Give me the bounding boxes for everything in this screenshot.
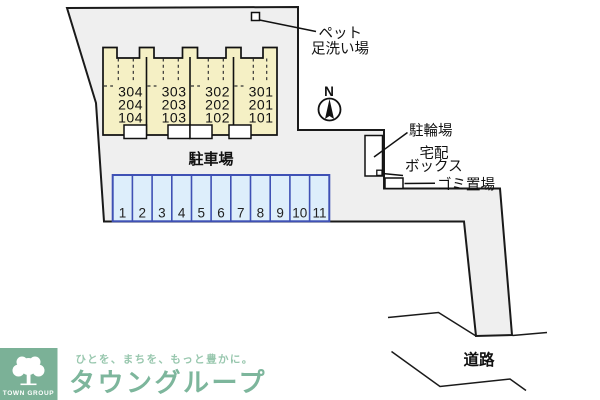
pet-wash-label-line2: 足洗い場 bbox=[311, 41, 369, 58]
room-number: 202 bbox=[205, 97, 230, 113]
parking-space-number: 4 bbox=[178, 206, 186, 221]
parking-row-outline bbox=[111, 174, 331, 223]
town-group-logo: TOWN GROUP ひとを、まちを、もっと豊かに。 タウングループ bbox=[0, 348, 267, 400]
building-entrances bbox=[123, 124, 252, 140]
room-number: 302 bbox=[205, 84, 230, 100]
building-unit-dividers bbox=[145, 57, 235, 135]
delivery-box-marker bbox=[376, 169, 383, 177]
brand-name: タウングループ bbox=[69, 368, 267, 398]
delivery-leader-line bbox=[382, 172, 404, 177]
logo-caption: TOWN GROUP bbox=[3, 390, 54, 397]
parking-row: 1 2 3 4 5 6 7 8 9 10 11 bbox=[111, 174, 331, 223]
parking-space-number: 11 bbox=[312, 206, 326, 221]
room-number: 203 bbox=[162, 97, 187, 113]
parking-space-number: 7 bbox=[237, 206, 245, 221]
room-number: 103 bbox=[162, 110, 187, 126]
pet-wash-label-line1: ペット bbox=[319, 26, 363, 42]
tree-icon bbox=[12, 356, 45, 386]
room-number: 204 bbox=[118, 97, 143, 113]
parking-lot-title: 駐車場 bbox=[188, 150, 233, 168]
room-number: 104 bbox=[118, 110, 143, 126]
north-compass: N bbox=[317, 84, 342, 122]
pet-wash-leader-line bbox=[259, 19, 317, 33]
room-number: 303 bbox=[162, 84, 187, 100]
room-number: 102 bbox=[205, 110, 230, 126]
pet-wash-marker bbox=[250, 11, 261, 22]
parking-space-number: 6 bbox=[217, 206, 225, 221]
delivery-label-line2: ボックス bbox=[405, 158, 463, 175]
room-number: 201 bbox=[249, 97, 274, 113]
bicycle-leader-line bbox=[373, 131, 408, 158]
room-numbers: 304 204 104 303 203 103 302 202 102 301 … bbox=[118, 84, 273, 126]
bicycle-parking-box bbox=[364, 134, 384, 177]
room-number: 101 bbox=[249, 110, 274, 126]
parking-space-numbers: 1 2 3 4 5 6 7 8 9 10 11 bbox=[119, 206, 327, 221]
brand-tagline: ひとを、まちを、もっと豊かに。 bbox=[76, 353, 254, 366]
parking-space-number: 3 bbox=[158, 206, 166, 221]
bicycle-label: 駐輪場 bbox=[409, 123, 453, 140]
road-label: 道路 bbox=[463, 350, 495, 369]
delivery-label-line1: 宅配 bbox=[420, 145, 449, 162]
garbage-area-box bbox=[384, 177, 404, 190]
room-number: 304 bbox=[118, 84, 143, 100]
parking-dividers bbox=[131, 175, 311, 222]
garbage-label: ゴミ置場 bbox=[437, 176, 495, 194]
north-label: N bbox=[324, 84, 334, 99]
parking-space-number: 5 bbox=[198, 206, 206, 221]
room-number: 301 bbox=[249, 84, 274, 100]
parking-space-number: 9 bbox=[276, 206, 284, 221]
parking-space-number: 8 bbox=[257, 206, 265, 221]
parking-space-number: 10 bbox=[292, 206, 307, 221]
parking-space-number: 1 bbox=[119, 206, 127, 221]
balcony-dashed-lines bbox=[104, 58, 268, 87]
compass-needle-icon bbox=[325, 99, 334, 119]
road-edge-lines bbox=[387, 311, 548, 392]
parking-space-number: 2 bbox=[138, 206, 146, 221]
